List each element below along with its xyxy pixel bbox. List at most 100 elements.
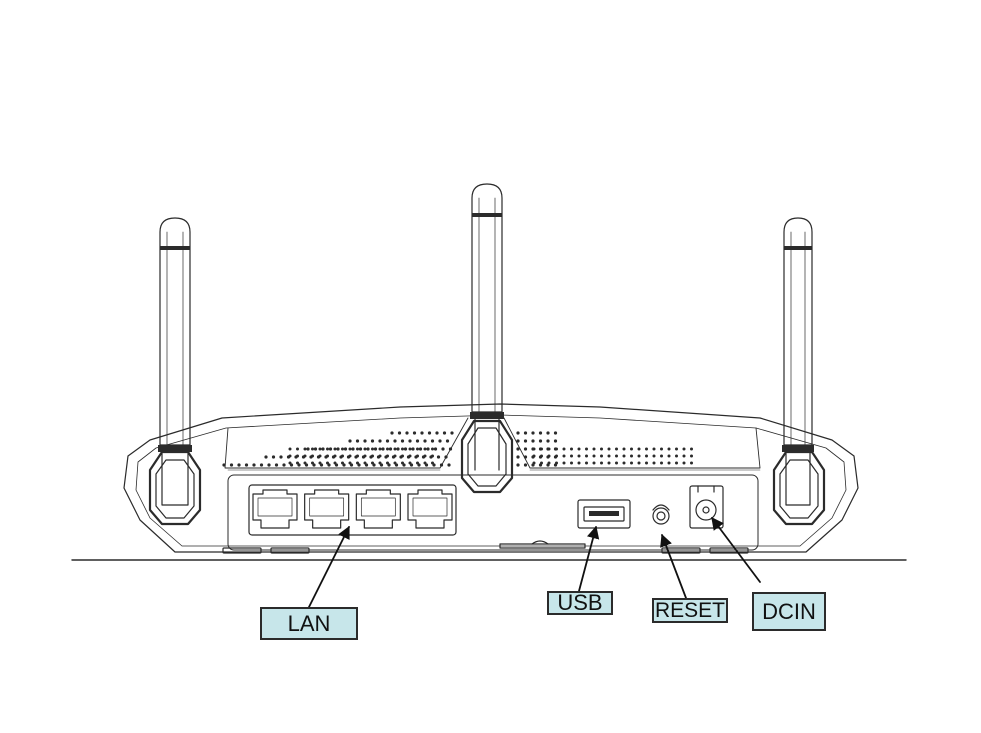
vent-hole [351,447,355,451]
vent-hole [622,461,626,465]
vent-hole [562,447,566,451]
vent-hole [318,461,322,465]
vent-hole [381,447,385,451]
vent-hole [358,447,363,451]
vent-hole [401,447,404,451]
vent-hole [442,431,447,435]
vent-hole [523,455,528,459]
reset-label: RESET [652,598,728,623]
antenna-left [148,217,202,526]
vent-hole [274,463,279,467]
lan-port-contacts [360,497,396,517]
router-body [123,403,859,554]
vent-hole [531,439,535,443]
vent-hole [682,447,686,451]
vent-hole [630,454,633,458]
vent-hole [259,463,264,467]
vent-hole [423,447,427,451]
vent-hole [311,447,314,451]
vent-hole [288,447,292,451]
lan-label: LAN [260,607,358,640]
vent-hole [600,447,603,451]
vent-hole [264,455,268,459]
vent-hole [531,431,535,435]
vent-hole [431,461,434,465]
vent-hole [321,447,325,451]
vent-hole [660,447,663,451]
lan-port-contacts [257,497,293,517]
vent-hole [562,461,566,465]
vent-hole [562,454,566,458]
vent-hole [405,431,409,435]
vent-hole [448,447,453,451]
usb-label: USB [547,591,613,615]
vent-hole [408,461,412,465]
vent-hole [415,439,420,443]
vent-hole [318,447,322,451]
vent-hole [378,439,382,443]
vent-hole [637,461,641,465]
reset-button-hole [652,504,670,525]
dc-in-jack [689,485,724,529]
vent-hole [400,439,405,443]
vent-hole [348,439,352,443]
vent-hole [441,447,445,451]
vent-hole [408,454,412,458]
vent-hole [436,455,441,459]
vent-hole [690,447,693,451]
vent-hole [585,454,588,458]
vent-hole [244,463,249,467]
vent-hole [538,439,543,443]
vent-hole [393,454,397,458]
vent-hole [303,461,307,465]
vent-hole [615,461,618,465]
vent-hole [592,454,596,458]
vent-hole [450,431,454,435]
vent-hole [645,447,648,451]
lan-port [407,489,453,529]
vent-hole [408,447,412,451]
vent-hole [532,454,536,458]
vent-hole [252,463,256,467]
vent-hole [682,461,686,465]
vent-hole [420,431,424,435]
vent-hole [401,461,404,465]
vent-hole [416,447,419,451]
vent-hole [675,454,678,458]
vent-hole [427,431,432,435]
vent-hole [371,454,374,458]
vent-hole [570,461,573,465]
vent-hole [637,454,641,458]
vent-hole [296,447,299,451]
vent-hole [523,431,528,435]
vent-hole [288,461,292,465]
vent-hole [426,447,430,451]
lan-ports [248,484,457,536]
vent-hole [438,439,442,443]
vent-hole [607,461,611,465]
lan-port-contacts [412,497,448,517]
vent-hole [675,461,678,465]
vent-hole [356,454,359,458]
vent-hole [288,454,292,458]
vent-hole [682,454,686,458]
vent-hole [444,455,448,459]
vent-hole [311,454,314,458]
vent-hole [386,447,389,451]
vent-hole [237,463,241,467]
vent-hole [279,455,283,459]
lan-port [304,489,350,529]
vent-hole [366,447,370,451]
vent-hole [306,447,310,451]
vent-hole [532,461,536,465]
vent-hole [555,461,558,465]
vent-hole [447,463,451,467]
vent-hole [645,454,648,458]
vent-hole [333,447,337,451]
vent-hole [363,447,367,451]
vent-hole [423,461,427,465]
vent-hole [667,461,671,465]
vent-hole [336,447,340,451]
vent-hole [418,447,423,451]
